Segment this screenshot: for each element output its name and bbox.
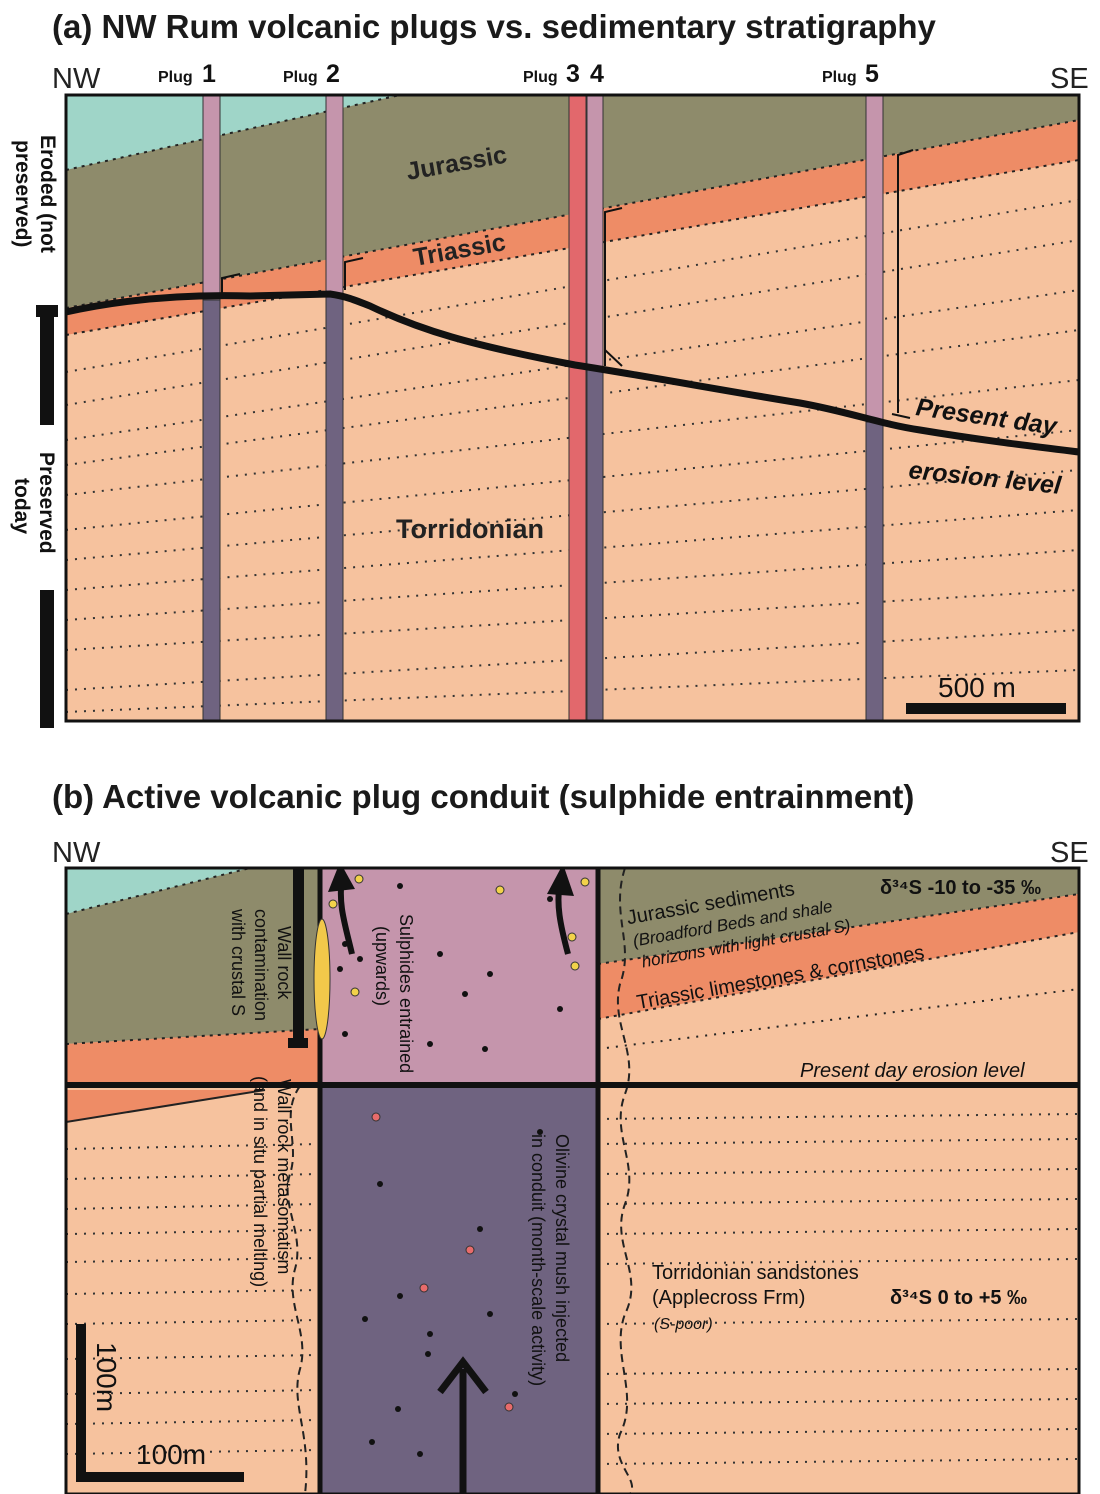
panel-a-title: (a) NW Rum volcanic plugs vs. sedimentar… [52,8,936,45]
olivine-mush-label-2: in conduit (month-scale activity) [528,1134,548,1386]
right-metasomatism-boundary [616,868,633,1494]
yellow-contamination-lens [313,918,331,1040]
scale-bar-100m [76,1324,244,1482]
applecross-label: (Applecross Frm) [652,1287,805,1309]
wall-rock-contam-label-2: contamination [251,909,271,1021]
eroded-label-2: preserved) [11,140,34,247]
plug-1 [202,95,221,721]
panel-b-conduit-diagram: NW SE Jurassic sediments (Broadford Beds… [52,837,1089,1494]
metasomatism-label-2: (and in situ partial melting) [250,1076,270,1287]
sulphides-entrained-label: Sulphides entrained [396,914,416,1073]
sulphides-upwards-label: (upwards) [372,926,392,1006]
plug-number-1: 1 [202,60,216,88]
plug-word-5: Plug [822,69,857,86]
plug-2 [325,95,344,721]
wall-rock-contam-label-1: Wall rock [274,926,294,1000]
scale-label-horizontal: 100m [136,1439,206,1470]
plug-number-5: 5 [865,60,879,88]
present-day-erosion-line [66,290,1079,456]
left-wall-rock-upper [66,868,321,1082]
plug-number-3: 3 [566,60,580,88]
torridonian-label: Torridonian [396,514,544,544]
jurassic-delta34s: δ³⁴S -10 to -35 ‰ [880,877,1041,899]
wall-rock-contamination-bar [293,868,304,1048]
se-label-b: SE [1050,837,1089,869]
yellow-sulphide-droplets [328,874,590,997]
plug-number-2: 2 [326,60,340,88]
preserved-label-1: Preserved [35,452,58,554]
nw-label-b: NW [52,837,101,869]
scale-label-vertical: 100m [91,1342,122,1412]
red-droplets [371,1112,514,1412]
conduit-upper-sulphides [320,868,598,1085]
plug-word-1: Plug [158,69,193,86]
metasomatism-label-1: Wall rock metasomatism [274,1079,294,1274]
scale-bar-500m [906,703,1066,714]
eroded-preserved-scale-bar [36,305,58,728]
scale-label-500m: 500 m [938,672,1016,703]
present-day-erosion-label-b: Present day erosion level [800,1060,1025,1082]
se-label-a: SE [1050,63,1089,95]
torridonian-sandstones-label: Torridonian sandstones [652,1262,859,1284]
conduit-lower-olivine-mush [320,1085,598,1494]
plug-3 [568,95,587,721]
s-poor-label: (S-poor) [654,1316,713,1333]
panel-b-title: (b) Active volcanic plug conduit (sulphi… [52,778,915,815]
olivine-mush-label-1: Olivine crystal mush injected [552,1134,572,1362]
torridonian-delta34s: δ³⁴S 0 to +5 ‰ [890,1287,1027,1309]
upward-flow-arrows [328,868,574,1494]
plug-word-3: Plug [523,69,558,86]
wall-rock-contam-label-3: with crustal S [228,908,248,1016]
plug-word-2: Plug [283,69,318,86]
left-metasomatism-boundary [286,1085,308,1494]
eroded-label-1: Eroded (not [36,135,59,253]
preserved-label-2: today [10,478,33,534]
plug-number-4: 4 [590,60,604,88]
panel-b-bedding-lines [66,1113,1079,1465]
nw-label-a: NW [52,63,101,95]
right-wall-rock-upper [597,868,1079,1050]
panel-a-cross-section: NW SE Plug 1 Plug 2 Plug 3 4 Plug 5 Jura… [10,60,1089,728]
plug-4 [586,95,604,721]
plug-5 [865,95,884,721]
